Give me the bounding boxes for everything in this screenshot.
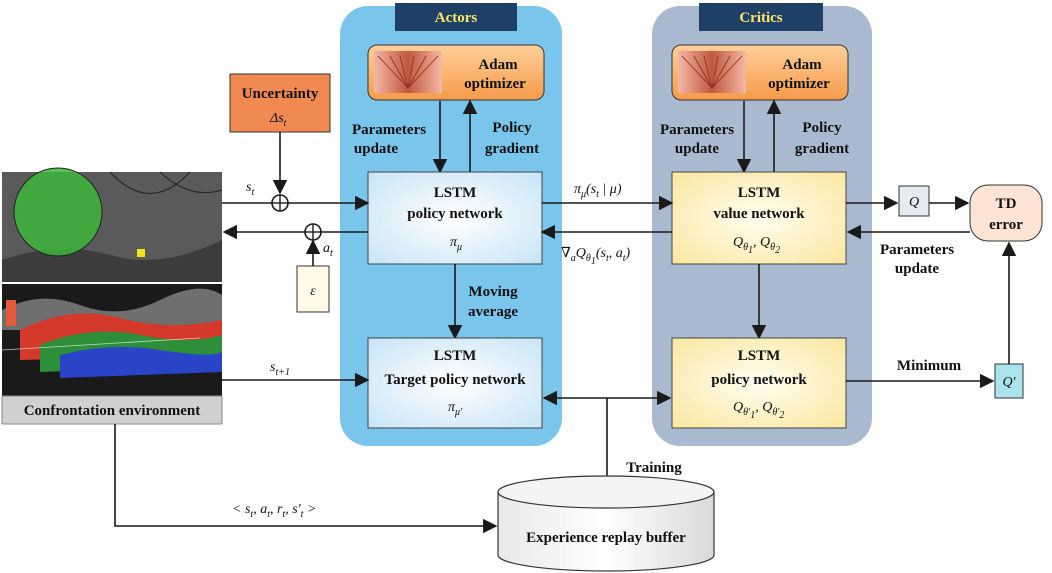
optimizer-surface-icon — [374, 51, 442, 93]
critic-value-network-label-2: value network — [713, 206, 805, 222]
critic-params-update-2: update — [675, 141, 720, 157]
environment-caption-box — [1, 395, 223, 425]
critic-target-symbol: Qθ'1, Qθ'2 — [733, 400, 784, 421]
critic-optimizer-label-2: optimizer — [768, 76, 830, 92]
td-params-update-2: update — [895, 261, 940, 277]
actor-policy-symbol: πμ — [450, 235, 462, 253]
td-error-title: TD — [996, 196, 1017, 212]
actors-header-label: Actors — [435, 10, 478, 26]
replay-buffer-label: Experience replay buffer — [526, 530, 686, 546]
critic-policy-gradient-2: gradient — [795, 141, 849, 157]
critic-value-network-label-1: LSTM — [738, 185, 781, 201]
q-prime-box — [994, 363, 1024, 399]
actors-header — [395, 3, 517, 31]
q-prime-symbol: Q' — [1002, 375, 1016, 390]
moving-average-1: Moving — [468, 284, 518, 300]
critic-target-network-label-2: policy network — [711, 372, 807, 388]
policy-output-label: πμ(st | μ) — [574, 182, 622, 200]
critic-optimizer-label-1: Adam — [782, 57, 822, 73]
action-sum-node — [304, 223, 322, 241]
actor-policy-network-label-1: LSTM — [434, 185, 477, 201]
training-label: Training — [626, 460, 682, 476]
actor-policy-gradient-2: gradient — [485, 141, 539, 157]
actor-policy-network-label-2: policy network — [407, 206, 503, 222]
uncertainty-title: Uncertainty — [242, 86, 319, 102]
actor-optimizer-label-1: Adam — [478, 57, 518, 73]
state-sum-node — [271, 194, 289, 212]
transition-tuple-label: < st, at, rt, s't > — [232, 502, 316, 520]
critic-target-network-label-1: LSTM — [738, 348, 781, 364]
q-value-symbol: Q — [909, 195, 919, 210]
actor-target-network-label-2: Target policy network — [384, 372, 526, 388]
uncertainty-box — [229, 73, 331, 133]
state-label: st — [246, 180, 254, 198]
critic-value-symbol: Qθ1, Qθ2 — [733, 235, 780, 256]
moving-average-2: average — [468, 304, 518, 320]
confrontation-environment-image — [1, 167, 223, 396]
critic-target-network-box — [671, 337, 847, 429]
environment-caption: Confrontation environment — [24, 403, 201, 419]
td-error-box — [969, 184, 1043, 242]
td-params-update-1: Parameters — [880, 242, 954, 258]
next-state-label: st+1 — [270, 360, 290, 378]
actor-target-symbol: πμ' — [448, 400, 463, 418]
actor-policy-network-box — [367, 171, 543, 265]
actor-params-update-2: update — [354, 141, 399, 157]
noise-box — [296, 265, 330, 313]
actor-optimizer-label-2: optimizer — [464, 76, 526, 92]
actor-policy-gradient-1: Policy — [492, 120, 532, 136]
experience-replay-buffer — [497, 475, 715, 572]
critics-header — [699, 3, 823, 31]
minimum-label: Minimum — [897, 358, 962, 374]
critic-policy-gradient-1: Policy — [802, 120, 842, 136]
actor-target-network-label-1: LSTM — [434, 348, 477, 364]
noise-symbol: ε — [310, 284, 316, 299]
critics-header-label: Critics — [739, 10, 782, 26]
actor-params-update-1: Parameters — [352, 122, 426, 138]
critic-params-update-1: Parameters — [660, 122, 734, 138]
action-label: at — [323, 241, 333, 259]
uncertainty-symbol: Δst — [269, 111, 287, 129]
q-value-box — [898, 185, 930, 217]
action-gradient-label: ∇aQθ1(st, at) — [561, 246, 631, 267]
optimizer-surface-icon — [678, 51, 746, 93]
td-error-line2: error — [989, 217, 1023, 233]
critic-value-network-box — [671, 171, 847, 265]
